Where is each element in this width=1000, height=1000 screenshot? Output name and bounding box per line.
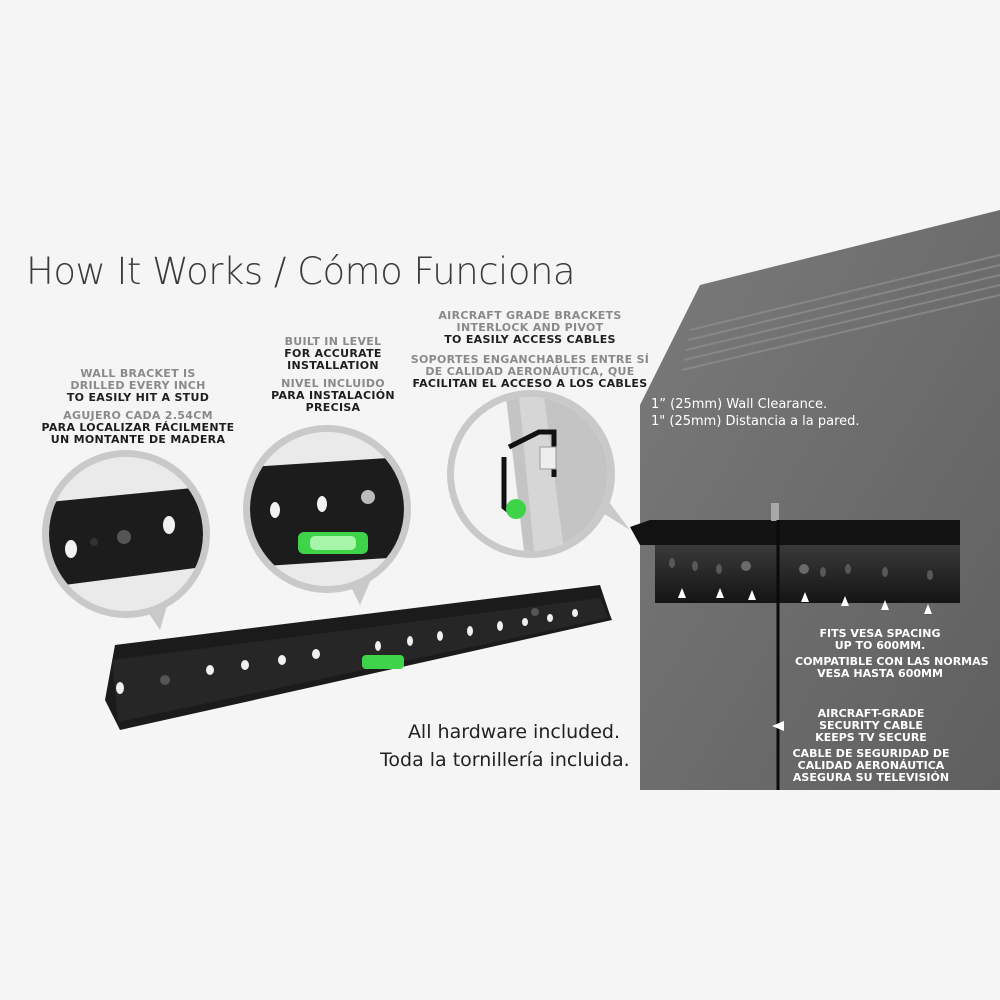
tv-bracket-holes <box>669 558 933 580</box>
vesa-text: FITS VESA SPACING UP TO 600MM. COMPATIBL… <box>795 627 989 680</box>
callout-level-en-2: FOR ACCURATE <box>284 347 382 360</box>
vesa-es-1: COMPATIBLE CON LAS NORMAS <box>795 655 989 668</box>
cable-es-1: CABLE DE SEGURIDAD DE <box>792 747 950 760</box>
vesa-en-2: UP TO 600MM. <box>834 639 926 652</box>
page-title: How It Works / Cómo Funciona <box>26 250 576 293</box>
cable-es-2: CALIDAD AERONÁUTICA <box>797 759 945 772</box>
bracket-closeup <box>49 457 203 611</box>
callout-brackets-en-2: INTERLOCK AND PIVOT <box>456 321 604 334</box>
callout-brackets-en-1: AIRCRAFT GRADE BRACKETS <box>438 309 622 322</box>
callout-level-en-1: BUILT IN LEVEL <box>284 335 382 348</box>
hardware-en: All hardware included. <box>407 721 620 743</box>
pivot-pin <box>771 503 779 521</box>
clearance-es: 1" (25mm) Distancia a la pared. <box>651 414 860 429</box>
callout-stud: WALL BRACKET IS DRILLED EVERY INCH TO EA… <box>38 368 238 446</box>
callout-stud-es-1: AGUJERO CADA 2.54CM <box>63 409 213 422</box>
vesa-en-1: FITS VESA SPACING <box>819 627 941 640</box>
detail-bubble-level <box>243 425 411 593</box>
callout-brackets-en-3: TO EASILY ACCESS CABLES <box>444 333 616 346</box>
hardware-es: Toda la tornillería incluida. <box>380 749 630 771</box>
callout-stud-es-2: PARA LOCALIZAR FÁCILMENTE <box>41 421 235 434</box>
cable-en-2: SECURITY CABLE <box>819 719 923 732</box>
callout-brackets: AIRCRAFT GRADE BRACKETS INTERLOCK AND PI… <box>405 310 655 390</box>
vesa-arrows <box>678 588 932 614</box>
callout-level-en-3: INSTALLATION <box>287 359 379 372</box>
callout-stud-en-3: TO EASILY HIT A STUD <box>66 391 210 404</box>
callout-stud-es-3: UN MONTANTE DE MADERA <box>50 433 226 446</box>
clearance-en: 1” (25mm) Wall Clearance. <box>651 397 828 412</box>
tv-mount-bracket <box>655 545 960 603</box>
vesa-es-2: VESA HASTA 600MM <box>817 667 943 680</box>
cable-en-3: KEEPS TV SECURE <box>815 731 927 744</box>
callout-brackets-es-1: SOPORTES ENGANCHABLES ENTRE SÍ <box>410 353 650 366</box>
tv-vents <box>681 254 1000 371</box>
bracket-level <box>362 655 404 669</box>
callout-level-es-3: PRECISA <box>305 401 361 414</box>
callout-level-es-1: NIVEL INCLUIDO <box>281 377 385 390</box>
callout-brackets-es-3: FACILITAN EL ACCESO A LOS CABLES <box>412 377 648 390</box>
detail-bubble-holes <box>42 450 210 618</box>
pivot-closeup <box>454 397 608 551</box>
tv-wall-plate <box>630 520 960 545</box>
wall-bracket-holes <box>116 609 578 694</box>
callout-brackets-es-2: DE CALIDAD AERONÁUTICA, QUE <box>425 365 635 378</box>
callout-level: BUILT IN LEVEL FOR ACCURATE INSTALLATION… <box>248 336 418 414</box>
clearance-text: 1” (25mm) Wall Clearance. 1" (25mm) Dist… <box>651 396 860 430</box>
callout-stud-en-2: DRILLED EVERY INCH <box>70 379 206 392</box>
callout-level-es-2: PARA INSTALACIÓN <box>271 389 395 402</box>
cable-en-1: AIRCRAFT-GRADE <box>817 707 925 720</box>
level-closeup <box>250 432 404 586</box>
cable-es-3: ASEGURA SU TELEVISIÓN <box>792 771 950 784</box>
cable-text: AIRCRAFT-GRADE SECURITY CABLE KEEPS TV S… <box>786 708 956 784</box>
detail-bubble-pivot <box>447 390 615 558</box>
callout-stud-en-1: WALL BRACKET IS <box>80 367 196 380</box>
hardware-text: All hardware included. Toda la torniller… <box>380 718 630 774</box>
cable-arrow <box>772 721 784 731</box>
tv-body <box>640 210 1000 790</box>
